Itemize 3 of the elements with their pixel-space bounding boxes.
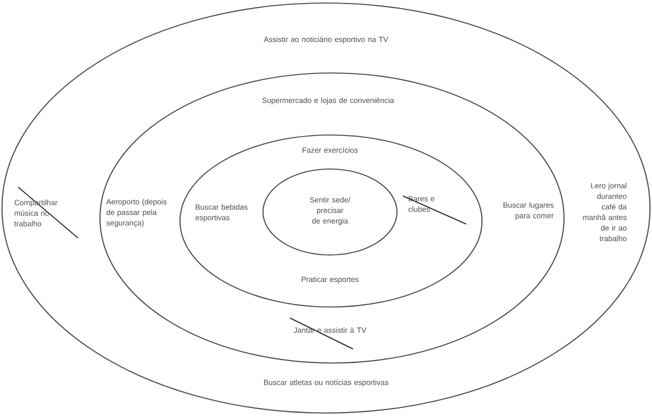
- ring-ellipse: [262, 168, 398, 256]
- ring-ellipse: [179, 134, 483, 308]
- ring-ellipse: [99, 72, 565, 364]
